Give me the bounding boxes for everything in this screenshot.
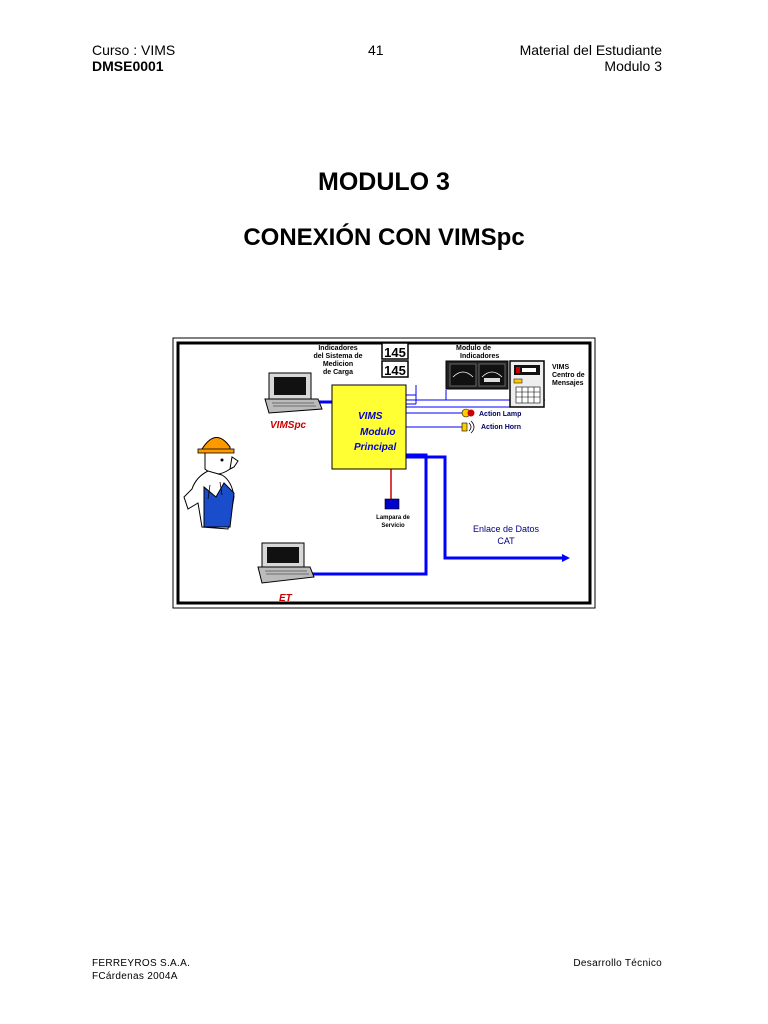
action-lamp-label: Action Lamp [479, 411, 521, 418]
technician-icon [183, 437, 239, 530]
svg-text:Mensajes: Mensajes [552, 380, 584, 387]
svg-text:de Carga: de Carga [323, 369, 353, 376]
svg-text:Indicadores: Indicadores [460, 353, 499, 360]
footer-department: Desarrollo Técnico [573, 958, 662, 969]
svg-text:VIMS: VIMS [552, 364, 569, 371]
course-label: Curso : VIMS [92, 42, 176, 58]
footer-company: FERREYROS S.A.A. [92, 958, 191, 969]
vims-main-module [331, 384, 407, 470]
svg-text:Modulo: Modulo [360, 427, 396, 438]
course-code: DMSE0001 [92, 58, 164, 74]
svg-text:Centro de: Centro de [552, 372, 585, 379]
laptop-vimspc-icon [264, 372, 323, 414]
gauge-module [445, 360, 509, 390]
svg-text:Principal: Principal [354, 442, 396, 453]
module-label: Modulo 3 [604, 58, 662, 74]
service-lamp-icon [384, 498, 400, 510]
action-horn-label: Action Horn [481, 424, 521, 431]
svg-text:Enlace de Datos: Enlace de Datos [473, 524, 540, 534]
svg-text:Servicio: Servicio [381, 523, 405, 529]
svg-text:Modulo de: Modulo de [456, 345, 491, 352]
load-indicator-value-2: 145 [384, 363, 406, 378]
page-number: 41 [368, 42, 384, 58]
svg-text:VIMS: VIMS [358, 411, 383, 422]
svg-text:del Sistema de: del Sistema de [313, 353, 362, 360]
section-title: CONEXIÓN CON VIMSpc [243, 224, 525, 251]
vimspc-label: VIMSpc [270, 420, 307, 431]
material-label: Material del Estudiante [519, 42, 662, 58]
load-indicators-label: Indicadores del Sistema de Medicion de C… [313, 345, 362, 376]
action-horn-icon [461, 420, 475, 434]
datalink-label: Enlace de Datos CAT [473, 524, 540, 546]
vims-connection-diagram: Indicadores del Sistema de Medicion de C… [172, 337, 596, 609]
module-title: MODULO 3 [318, 168, 450, 196]
message-center-unit [509, 360, 545, 408]
et-label: ET [279, 593, 293, 604]
svg-text:Indicadores: Indicadores [318, 345, 357, 352]
laptop-et-icon [257, 542, 315, 584]
load-indicator-display-2 [381, 360, 409, 378]
load-indicator-value-1: 145 [384, 345, 406, 360]
footer-author: FCárdenas 2004A [92, 971, 178, 982]
datalink-arrow [562, 554, 570, 562]
load-indicator-display-1 [381, 342, 409, 360]
vims-main-module-label: VIMS Modulo Principal [354, 411, 396, 453]
gauge-module-label: Modulo de Indicadores [456, 345, 499, 360]
service-lamp-label: Lampara de Servicio [376, 515, 410, 529]
action-lamp-icon [461, 408, 475, 418]
svg-text:CAT: CAT [497, 536, 515, 546]
datalink-wires [312, 400, 562, 576]
svg-text:Medicion: Medicion [323, 361, 353, 368]
svg-text:Lampara de: Lampara de [376, 515, 410, 521]
message-center-label: VIMS Centro de Mensajes [552, 364, 585, 387]
